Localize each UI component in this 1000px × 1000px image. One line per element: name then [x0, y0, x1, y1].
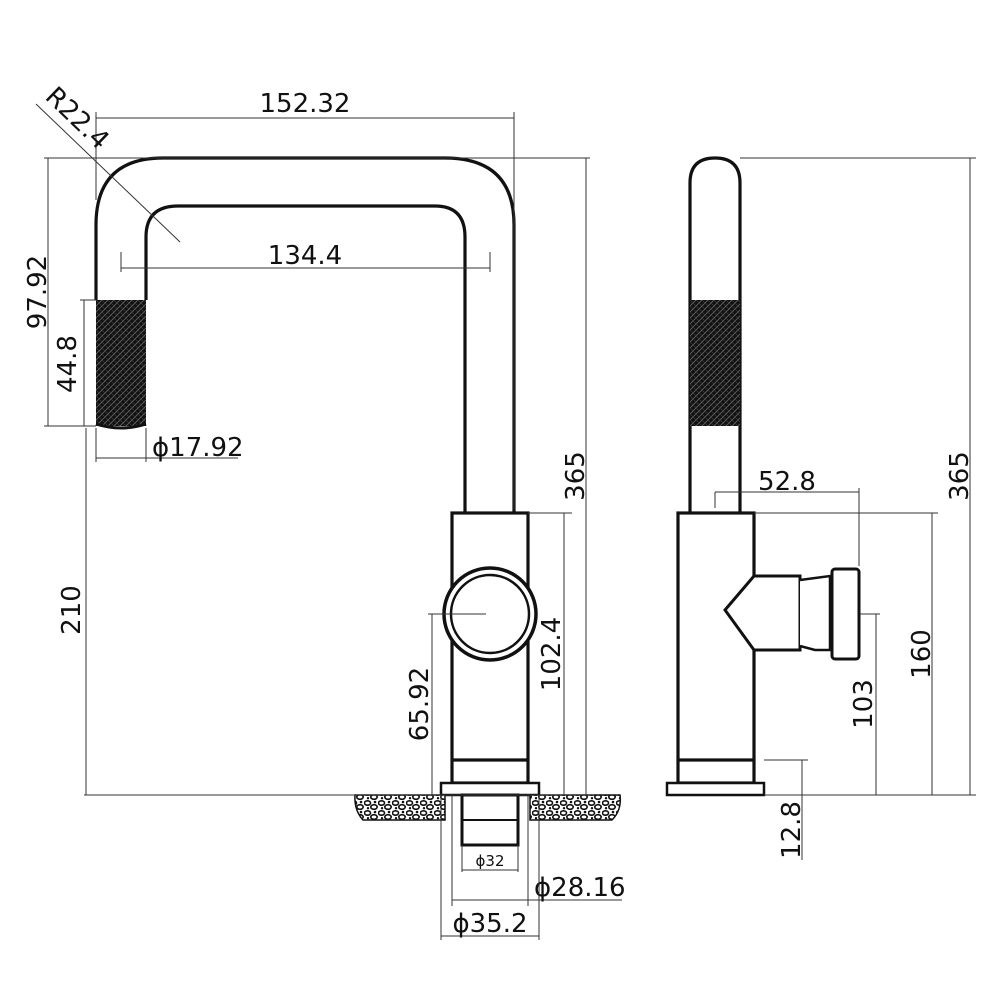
dim-grip-length: 44.8: [53, 335, 83, 393]
dim-grip-diameter: ϕ17.92: [152, 433, 244, 463]
dim-bend-radius: R22.4: [39, 81, 114, 155]
side-spray-grip: [690, 300, 740, 426]
dim-total-height-front: 365: [561, 451, 591, 501]
side-spout-outline: [688, 156, 742, 513]
side-handle-neck: [799, 574, 832, 652]
side-handle-cone: [723, 574, 802, 652]
dim-outer-width: 152.32: [260, 89, 351, 119]
spray-grip-end: [95, 422, 147, 430]
dim-base-inner-diameter: ϕ32: [476, 852, 505, 870]
dim-body-height: 102.4: [537, 617, 567, 691]
dim-base-plate-height: 12.8: [777, 801, 807, 859]
dim-side-handle-height: 103: [849, 679, 879, 729]
dim-handle-height: 65.92: [405, 667, 435, 741]
dim-total-height-side: 365: [945, 451, 975, 501]
dim-inner-width: 134.4: [268, 241, 342, 271]
side-faucet-body: [676, 511, 756, 785]
dim-base-outer-diameter: ϕ35.2: [452, 909, 527, 939]
base-flange: [439, 781, 541, 797]
countertop-right: [529, 794, 622, 821]
front-view: [94, 156, 622, 847]
dim-handle-projection: 52.8: [758, 467, 816, 497]
countertop-left: [354, 794, 446, 821]
dim-spout-height: 210: [57, 585, 87, 635]
spout-inner-outline: [144, 204, 467, 513]
dim-spout-drop: 97.92: [23, 255, 53, 329]
side-base-plate: [665, 781, 766, 797]
dim-side-body-height: 160: [907, 629, 937, 679]
spray-grip: [96, 300, 146, 426]
side-handle-knob: [830, 567, 861, 661]
side-dimensions: 52.8 160 103 365 12.8: [714, 157, 976, 860]
dim-base-thread-diameter: ϕ28.16: [534, 873, 626, 903]
side-view: [665, 156, 861, 797]
